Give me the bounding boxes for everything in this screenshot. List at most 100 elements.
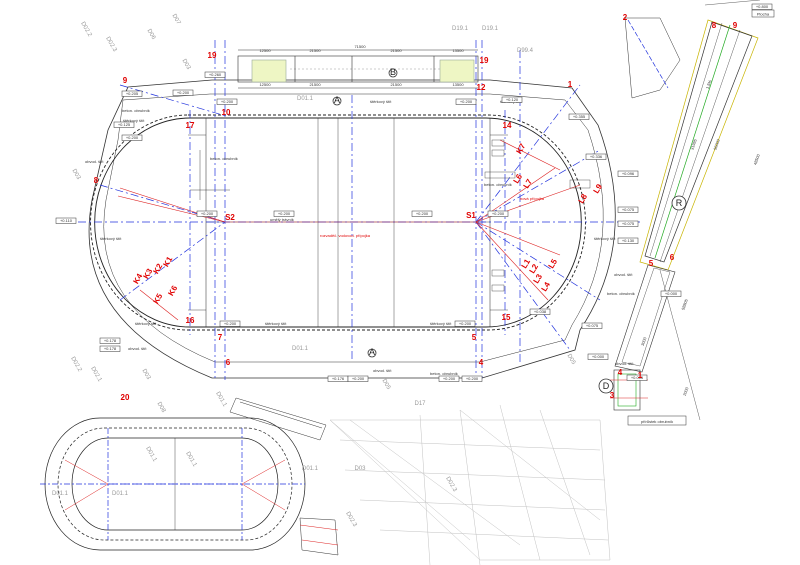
survey-mark: K7 [514, 142, 527, 156]
pit-legend: přírůstek obrubník [627, 415, 687, 426]
material-note: umělý trávník [270, 217, 294, 222]
right-detail-markers [484, 139, 591, 292]
elevation-tag-box [751, 3, 773, 10]
elevation-tag: +0.200 [416, 211, 429, 216]
dimension-label: 58805 [680, 298, 689, 311]
material-note: štěrkový štít [265, 321, 287, 326]
callout-letter: R [676, 198, 683, 208]
station-mark: 4 [479, 358, 484, 367]
elevation-tag: +0.200 [126, 135, 139, 140]
elevation-tag-box [172, 89, 194, 96]
station-mark: 17 [186, 121, 195, 130]
elevation-tag-box [587, 353, 609, 360]
station-mark: 3 [610, 391, 615, 400]
material-note: obvod. štít [128, 346, 147, 351]
elevation-tag: +0.120 [506, 97, 519, 102]
station-mark: 19 [208, 51, 217, 60]
station-mark: S1 [466, 211, 476, 220]
elevation-tag: +0.125 [118, 122, 131, 127]
station-mark: 9 [733, 21, 738, 30]
elevation-tag: +0.200 [459, 321, 472, 326]
dimension-label: 12500 [259, 48, 271, 53]
elevation-tag: +0.200 [460, 99, 473, 104]
elevation-tag-box [487, 210, 509, 217]
elevation-tag: +0.200 [443, 376, 456, 381]
zone-label: D17 [414, 401, 426, 407]
elevation-tag: +0.200 [278, 211, 291, 216]
small-oval-track [40, 417, 306, 551]
station-mark: 5 [472, 333, 477, 342]
elevation-tag: +0.200 [492, 211, 505, 216]
red-note: nová přípojka [520, 196, 545, 201]
survey-mark: K5 [151, 292, 164, 306]
elevation-tag-box [617, 237, 639, 244]
material-note: štěrkový štít [135, 321, 157, 326]
zone-label: D02.1 [89, 366, 103, 383]
elevation-tag: +0.075 [622, 221, 635, 226]
zone-label: D07 [171, 13, 182, 26]
dimension-label: 21500 [309, 82, 321, 87]
elevation-tag-box [99, 345, 121, 352]
elevation-tag-box [411, 210, 433, 217]
elevation-tag-box [204, 71, 226, 78]
elevation-tag: +0.075 [622, 207, 635, 212]
elevation-tag: +0.200 [221, 99, 234, 104]
elevation-tag-box [626, 374, 648, 381]
bottom-detail-cluster [299, 517, 339, 556]
material-note: beton. obrubník [210, 156, 238, 161]
elevation-tag-box [99, 337, 121, 344]
station-mark: 12 [477, 83, 486, 92]
station-mark: 15 [502, 313, 511, 322]
survey-mark: L8 [577, 192, 590, 205]
zone-label: D08 [156, 401, 167, 414]
elevation-tag: +0.110 [60, 218, 73, 223]
elevation-tag-box [660, 290, 682, 297]
material-note: štěrkový štít [430, 321, 452, 326]
elevation-tag: +0.200 [352, 376, 365, 381]
elevation-tag-box [568, 113, 590, 120]
elevation-tag-box [581, 322, 603, 329]
elevation-tag-box [617, 170, 639, 177]
elevation-tag-box [347, 375, 369, 382]
corner-tag: Plocha [751, 9, 775, 18]
zone-label: D03 [354, 466, 366, 472]
dimension-label: 21500 [390, 48, 402, 53]
elevation-tag-box [461, 375, 483, 382]
zone-label: D01.1 [297, 96, 314, 102]
landing-pit [610, 264, 701, 421]
zone-label: D06 [146, 28, 157, 41]
material-note: beton. obrubník [607, 291, 635, 296]
corner-tag-text: Plocha [757, 12, 770, 17]
dimension-label: 13500 [452, 82, 464, 87]
dimension-label: 13500 [452, 48, 464, 53]
zone-label: D01.1 [184, 451, 198, 468]
survey-mark: L7 [522, 177, 535, 190]
station-mark: 8 [94, 176, 99, 185]
zone-label: D01.1 [214, 391, 228, 408]
material-note: beton. obrubník [484, 182, 512, 187]
dimension-label: 2000 [682, 386, 690, 397]
dimension-label: 48500 [752, 153, 761, 166]
survey-mark: L4 [540, 280, 553, 293]
elevation-tag-box [501, 96, 523, 103]
elevation-tag: +0.200 [201, 211, 214, 216]
elevation-tag-box [617, 220, 639, 227]
spectator-stands-sketch [329, 404, 611, 565]
station-mark: 19 [480, 56, 489, 65]
elevation-tags: +0.260+0.200+0.200+0.120+0.355+0.200+0.2… [55, 3, 773, 382]
elevation-tag-box [273, 210, 295, 217]
zone-label: D02.3 [344, 511, 358, 528]
material-note: štěrkový štít [594, 236, 616, 241]
material-note: obvod. štít [85, 159, 104, 164]
material-note: beton. obrubník [430, 371, 458, 376]
zone-label: D02.2 [69, 356, 83, 373]
zone-label: D03 [141, 368, 152, 381]
station-mark: 7 [218, 333, 223, 342]
elevation-tag-box [55, 217, 77, 224]
red-drainage-lines [117, 139, 581, 321]
elevation-tag: +0.355 [573, 114, 586, 119]
elevation-tag: +0.200 [466, 376, 479, 381]
ramp-detail [229, 397, 327, 441]
